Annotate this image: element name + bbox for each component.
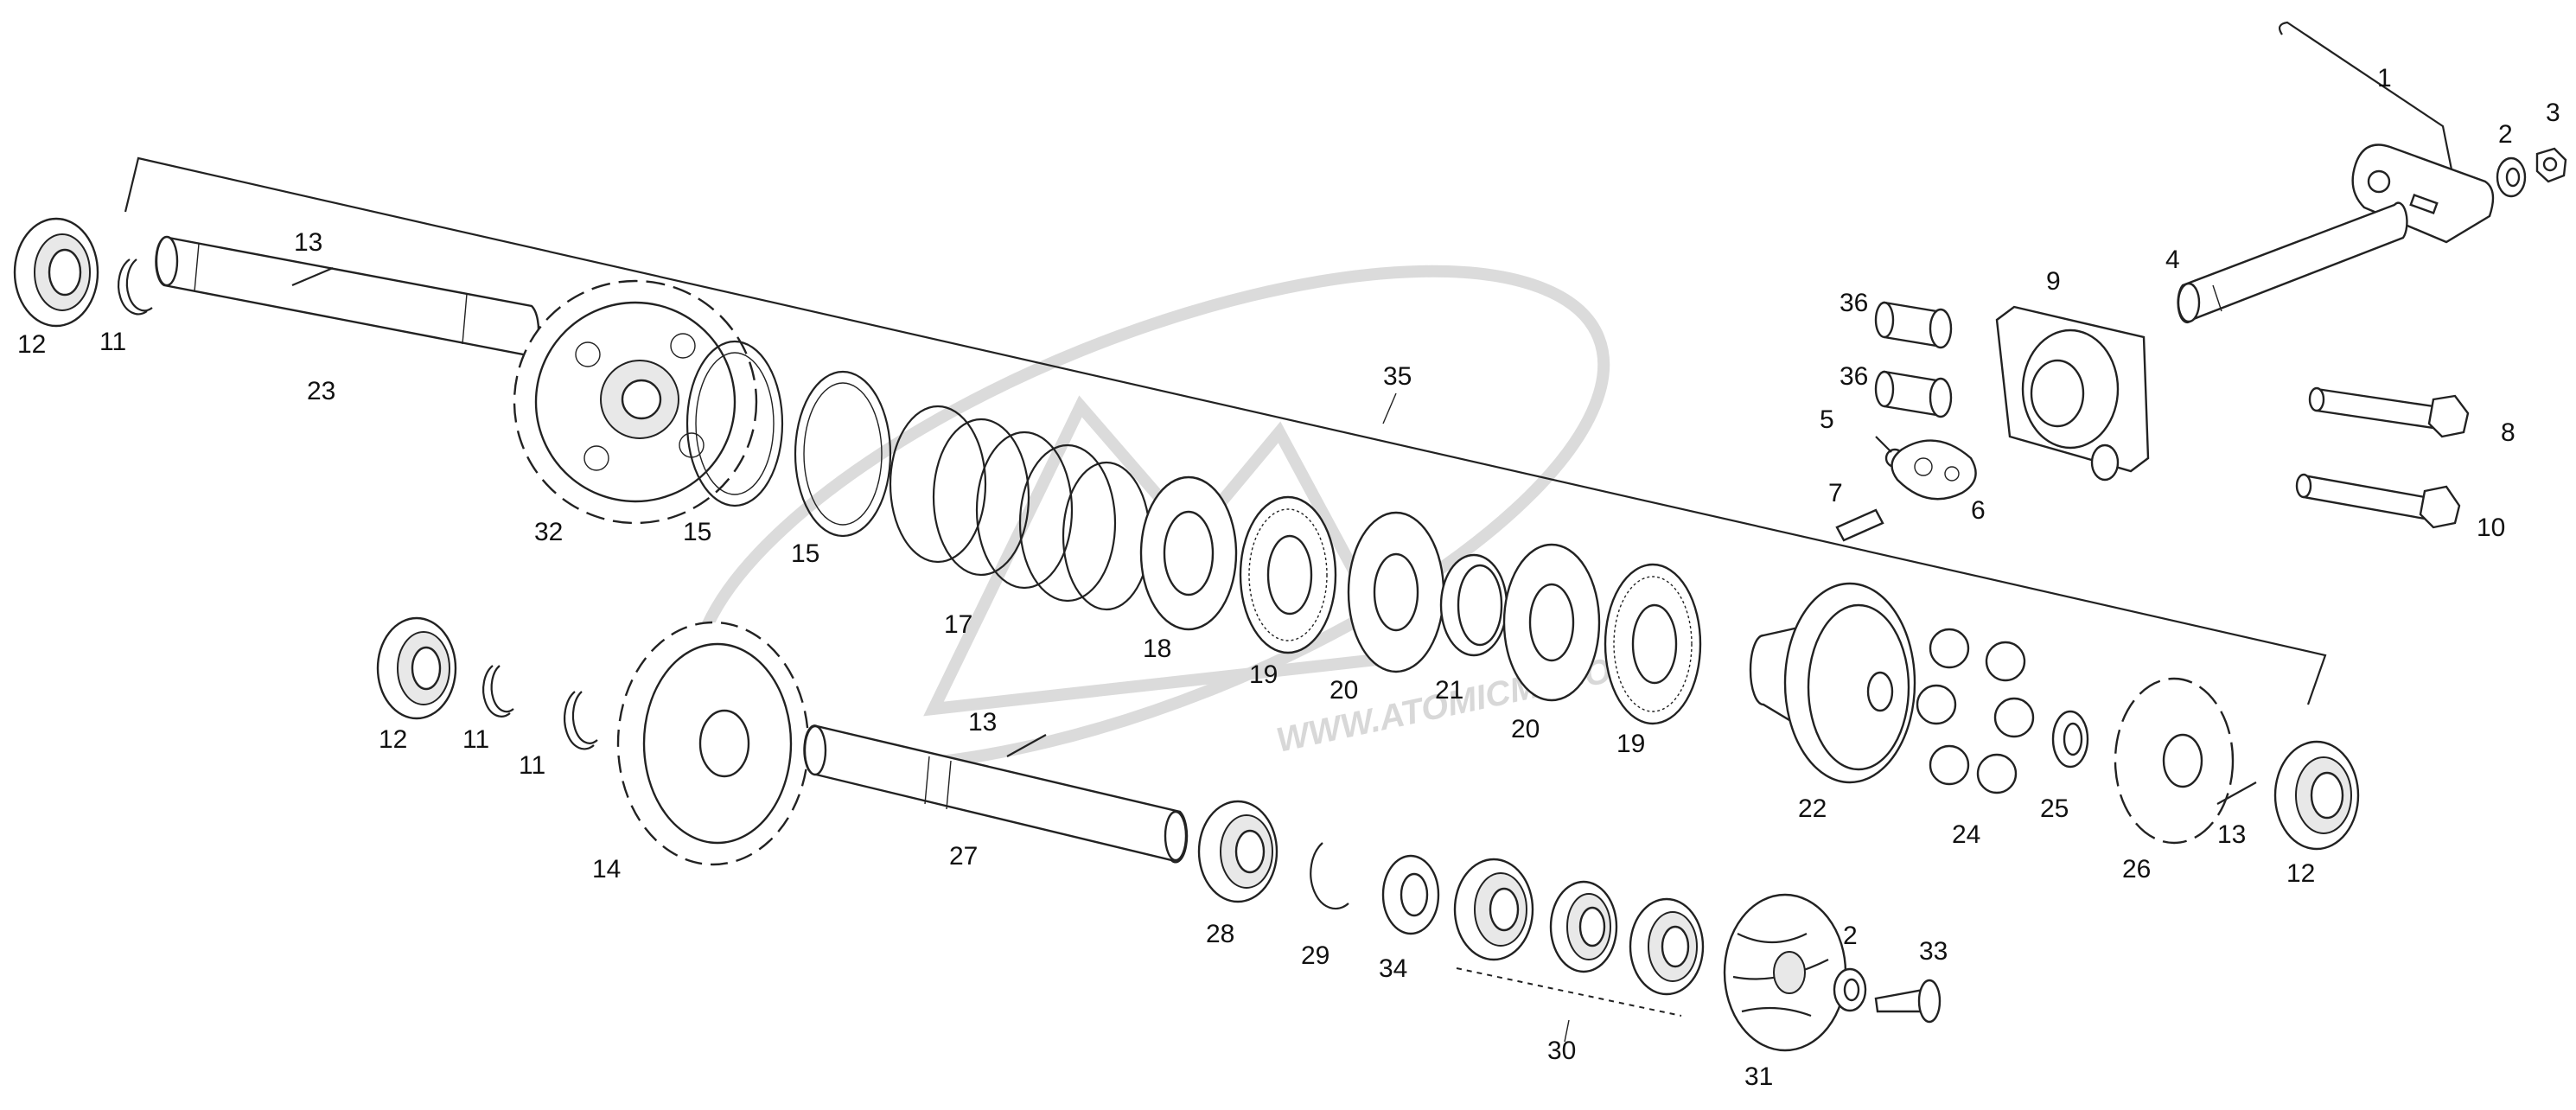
label-29: 29 xyxy=(1301,941,1329,970)
label-28: 28 xyxy=(1206,920,1234,948)
bolt-10 xyxy=(2295,473,2461,529)
part-labels: 1 2 3 4 5 6 7 8 9 10 11 11 11 12 12 12 1… xyxy=(17,64,2560,1091)
label-11-mid-a: 11 xyxy=(462,725,489,754)
balls-24 xyxy=(1916,628,2035,794)
washer-15-a xyxy=(685,340,784,507)
circlip-11-mid-a xyxy=(482,665,514,718)
circlip-29 xyxy=(1310,842,1349,910)
label-3: 3 xyxy=(2546,99,2560,127)
pin-13-top xyxy=(291,266,334,287)
bushing-36-b xyxy=(1874,370,1953,418)
friction-disc-19-b xyxy=(1604,563,1702,725)
label-13-mid: 13 xyxy=(968,708,997,737)
bracket-9 xyxy=(1995,305,2150,482)
nut-3 xyxy=(2535,147,2567,183)
bearing-12-right xyxy=(2273,740,2360,851)
seal-30-c xyxy=(1629,897,1705,996)
washer-2-lower xyxy=(1833,967,1867,1012)
label-4: 4 xyxy=(2165,246,2180,274)
washer-18 xyxy=(1139,475,1238,631)
pin-13-right xyxy=(2216,781,2257,805)
bolt-8 xyxy=(2308,386,2470,438)
assembly-bracket xyxy=(124,156,2327,705)
label-15-a: 15 xyxy=(683,518,711,546)
friction-disc-19-a xyxy=(1239,495,1337,654)
label-19-b: 19 xyxy=(1616,730,1645,758)
label-36-a: 36 xyxy=(1840,289,1868,317)
bearing-12-top-left xyxy=(13,217,99,328)
label-10: 10 xyxy=(2477,514,2505,542)
label-36-b: 36 xyxy=(1840,362,1868,391)
leader-lines xyxy=(1382,392,1570,1043)
washer-25 xyxy=(2051,710,2089,769)
washer-20-b xyxy=(1502,543,1601,702)
bearing-12-mid xyxy=(376,616,457,720)
label-18: 18 xyxy=(1143,635,1171,663)
label-5: 5 xyxy=(1820,405,1834,434)
screw-33 xyxy=(1874,979,1942,1024)
label-8: 8 xyxy=(2501,418,2515,447)
label-12-mid: 12 xyxy=(379,725,407,754)
label-14: 14 xyxy=(592,855,621,884)
gear-14 xyxy=(616,621,810,866)
label-22: 22 xyxy=(1798,794,1827,823)
circlip-11-mid-b xyxy=(564,691,598,750)
label-21: 21 xyxy=(1435,676,1463,705)
label-6: 6 xyxy=(1971,496,1986,525)
seal-30-a xyxy=(1453,858,1534,961)
circlip-11-top xyxy=(117,258,153,316)
label-35: 35 xyxy=(1383,362,1412,391)
seal-30-bracket xyxy=(1456,967,1682,1017)
label-26: 26 xyxy=(2122,855,2151,884)
shaft-23 xyxy=(155,235,540,358)
gear-32 xyxy=(513,279,758,525)
lever-1 xyxy=(2279,21,2495,244)
pin-7 xyxy=(1835,508,1884,542)
label-11-mid-b: 11 xyxy=(519,751,545,780)
shaft-4 xyxy=(2177,201,2408,324)
label-25: 25 xyxy=(2040,794,2069,823)
ramp-plate-26 xyxy=(2114,677,2235,845)
label-33: 33 xyxy=(1919,937,1948,966)
label-23: 23 xyxy=(307,377,335,405)
label-12-top-left: 12 xyxy=(17,330,46,359)
label-31: 31 xyxy=(1744,1062,1773,1091)
label-2-upper: 2 xyxy=(2498,120,2513,149)
label-1: 1 xyxy=(2377,64,2392,92)
washer-20-a xyxy=(1347,511,1445,673)
ring-21 xyxy=(1439,553,1508,657)
washer-34 xyxy=(1381,854,1440,935)
label-12-right: 12 xyxy=(2286,859,2315,888)
label-13-right: 13 xyxy=(2217,820,2246,849)
label-20-b: 20 xyxy=(1511,715,1540,743)
label-2-lower: 2 xyxy=(1843,922,1858,950)
bushing-36-a xyxy=(1874,301,1953,349)
label-7: 7 xyxy=(1828,479,1843,507)
label-9: 9 xyxy=(2046,267,2061,296)
label-24: 24 xyxy=(1952,820,1980,849)
label-17: 17 xyxy=(944,610,972,639)
pin-13-mid xyxy=(1006,734,1047,757)
label-13-top: 13 xyxy=(294,228,322,257)
impeller-31 xyxy=(1723,893,1847,1052)
label-30: 30 xyxy=(1547,1037,1576,1065)
shaft-27 xyxy=(803,724,1189,864)
washer-2-upper xyxy=(2496,156,2527,198)
label-32: 32 xyxy=(534,518,563,546)
drum-22 xyxy=(1749,582,1916,784)
label-15-b: 15 xyxy=(791,539,819,568)
bearing-28 xyxy=(1197,800,1278,903)
plate-6 xyxy=(1891,439,1977,501)
label-20-a: 20 xyxy=(1329,676,1358,705)
label-11-top: 11 xyxy=(99,328,126,356)
washer-15-b xyxy=(794,370,892,538)
label-27: 27 xyxy=(949,842,978,871)
label-34: 34 xyxy=(1379,954,1407,983)
label-19-a: 19 xyxy=(1249,660,1278,689)
seal-30-b xyxy=(1549,880,1618,973)
